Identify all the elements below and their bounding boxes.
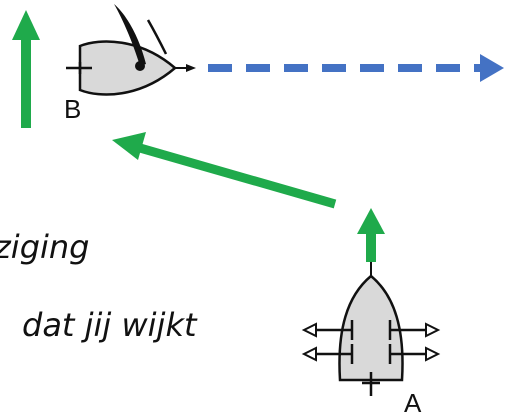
boat-a-oars-left [301, 320, 354, 364]
green-arrow-up-left [12, 10, 40, 128]
blue-dashed-arrow [208, 54, 504, 82]
boat-b-sail [114, 4, 146, 66]
boat-b [66, 4, 196, 96]
boat-b-label: B [64, 94, 82, 124]
boat-a [301, 262, 441, 396]
boat-a-oars-right [388, 320, 441, 364]
caption-line-1: ziging [0, 228, 90, 266]
boat-a-label: A [404, 388, 422, 418]
caption-line-2: dat jij wijkt [22, 306, 197, 344]
green-arrow-diagonal [112, 132, 337, 209]
green-arrow-up-a [357, 208, 385, 262]
